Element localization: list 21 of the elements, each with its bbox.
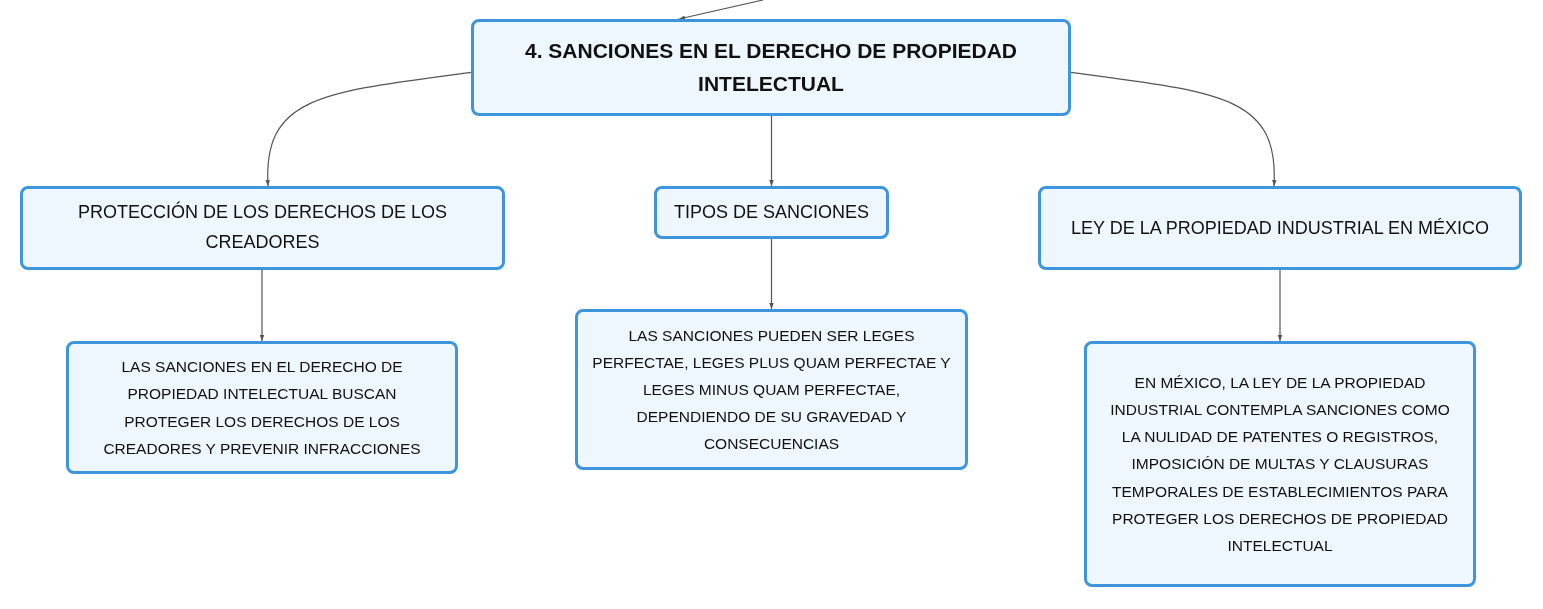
topic-text: LAS SANCIONES EN EL DERECHO DE PROPIEDAD INTELECTUAL BUSCAN PROTEGER LOS DERECHOS DE LOS CREADORES Y PREVENIR INFRACCIONES (102, 357, 422, 459)
connector-arrow (769, 115, 774, 187)
connector-arrow (678, 0, 764, 20)
connector-arrow (265, 71, 472, 187)
topic-box (20, 186, 505, 270)
topic-title: 4. SANCIONES EN EL DERECHO DE PROPIEDAD INTELECTUAL (523, 37, 1018, 97)
topic-box (575, 309, 968, 470)
topic-text: LEY DE LA PROPIEDAD INDUSTRIAL EN MÉXICO (1070, 216, 1490, 240)
topic-box (471, 19, 1071, 116)
topic-box (1084, 341, 1476, 587)
connector-arrow (259, 269, 265, 342)
topic-text: LAS SANCIONES PUEDEN SER LEGES PERFECTAE, LEGES PLUS QUAM PERFECTAE Y LEGES MINUS QUAM PERFECTAE, DEPENDIENDO DE SU GRAVEDAD Y CONSECUENCIAS (591, 325, 952, 455)
topic-box (66, 341, 458, 474)
topic-text: EN MÉXICO, LA LEY DE LA PROPIEDAD INDUSTRIAL CONTEMPLA SANCIONES COMO LA NULIDAD DE PATENTES O REGISTROS, IMPOSICIÓN DE MULTAS Y CLAUSURAS TEMPORALES DE ESTABLECIMIENTOS PARA PROTEGER LOS DERECHOS DE PROPIEDAD INTELECTUAL (1109, 373, 1451, 556)
topic-text: TIPOS DE SANCIONES (673, 200, 869, 224)
topic-text: PROTECCIÓN DE LOS DERECHOS DE LOS CREADORES (76, 200, 449, 254)
topic-box (1038, 186, 1522, 270)
connector-arrow (1070, 71, 1277, 187)
connector-arrow (1277, 269, 1283, 342)
topic-box (654, 186, 889, 239)
connector-arrow (769, 238, 774, 310)
